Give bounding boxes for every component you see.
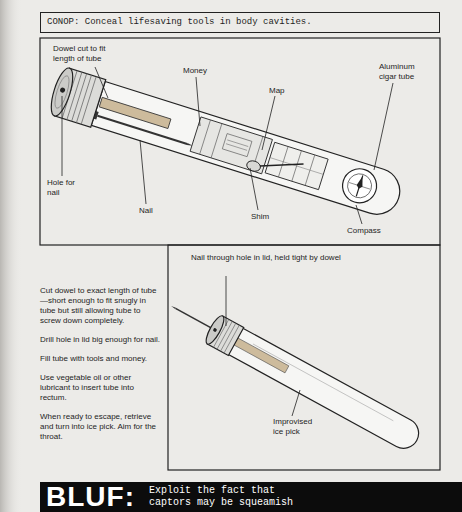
compass [338, 164, 381, 207]
instruction-text: When ready to escape, retrieve and turn … [40, 412, 162, 442]
instruction-text: Use vegetable oil or other lubricant to … [40, 373, 162, 403]
part-label: Compass [346, 226, 382, 236]
nail-tip [171, 305, 176, 309]
part-label: Map [268, 86, 286, 96]
part-label: Hole for nail [46, 178, 82, 197]
cigar-tube [47, 66, 406, 222]
bluf-bar: BLUF: Exploit the fact that captors may b… [40, 482, 462, 512]
leader-lines [62, 67, 393, 416]
dowel [99, 97, 171, 128]
nail [97, 116, 187, 144]
instruction-text: Fill tube with tools and money. [40, 354, 162, 364]
part-label: Shim [250, 212, 270, 222]
tube-shading [253, 344, 393, 421]
part-label: Money [182, 66, 208, 76]
part-label: Dowel cut to fit length of tube [52, 44, 124, 63]
tube-body [227, 327, 424, 453]
dowel [232, 337, 288, 373]
conop-box: CONOP: Conceal lifesaving tools in body … [40, 12, 440, 33]
part-label: Nail [138, 206, 154, 216]
tube-cap [203, 314, 244, 356]
part-label: Aluminum cigar tube [378, 62, 426, 81]
page-gutter [0, 0, 22, 512]
figure-panel [168, 245, 440, 470]
box-heading: BLUF: [46, 482, 135, 512]
shim [245, 148, 303, 185]
callout-label: Nail through hole in lid, held tight by … [190, 253, 342, 263]
figure-panel [40, 38, 440, 245]
tube-body [91, 81, 405, 220]
ice-pick [163, 292, 424, 455]
tube-cap [47, 66, 106, 128]
box-text: Exploit the fact that captors may be squ… [149, 485, 309, 509]
callout-label: Improvised ice pick [272, 417, 320, 436]
box-heading: CONOP: Conceal lifesaving tools in body … [47, 17, 433, 28]
instruction-text: Cut dowel to exact length of tube—short … [40, 286, 162, 326]
instruction-text: Drill hole in lid big enough for nail. [40, 335, 162, 345]
